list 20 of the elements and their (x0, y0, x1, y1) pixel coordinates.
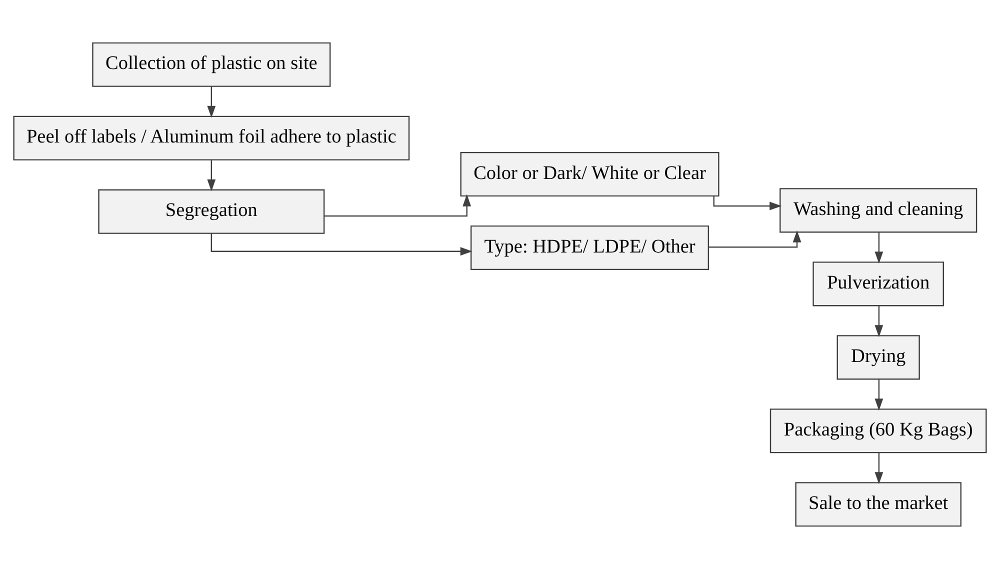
node-box: Pulverization (812, 262, 944, 306)
node-box: Drying (836, 335, 920, 380)
arrow (210, 233, 472, 256)
arrow (874, 452, 883, 484)
node-box: Segregation (98, 189, 324, 234)
node-box: Packaging (60 Kg Bags) (769, 408, 986, 454)
arrow (324, 194, 471, 217)
arrow (708, 230, 801, 248)
node-box: Peel off labels / Aluminum foil adhere to plastic (12, 116, 410, 160)
arrow (874, 232, 883, 264)
node-box: Type: HDPE/ LDPE/ Other (470, 225, 709, 270)
node-box: Washing and cleaning (779, 188, 977, 233)
node-box: Color or Dark/ White or Clear (460, 152, 719, 197)
arrow (874, 306, 883, 338)
arrow (206, 86, 216, 118)
arrow (874, 379, 883, 411)
node-box: Sale to the market (794, 482, 961, 527)
arrow (206, 160, 216, 192)
arrow (712, 196, 782, 210)
node-box: Collection of plastic on site (92, 42, 330, 87)
